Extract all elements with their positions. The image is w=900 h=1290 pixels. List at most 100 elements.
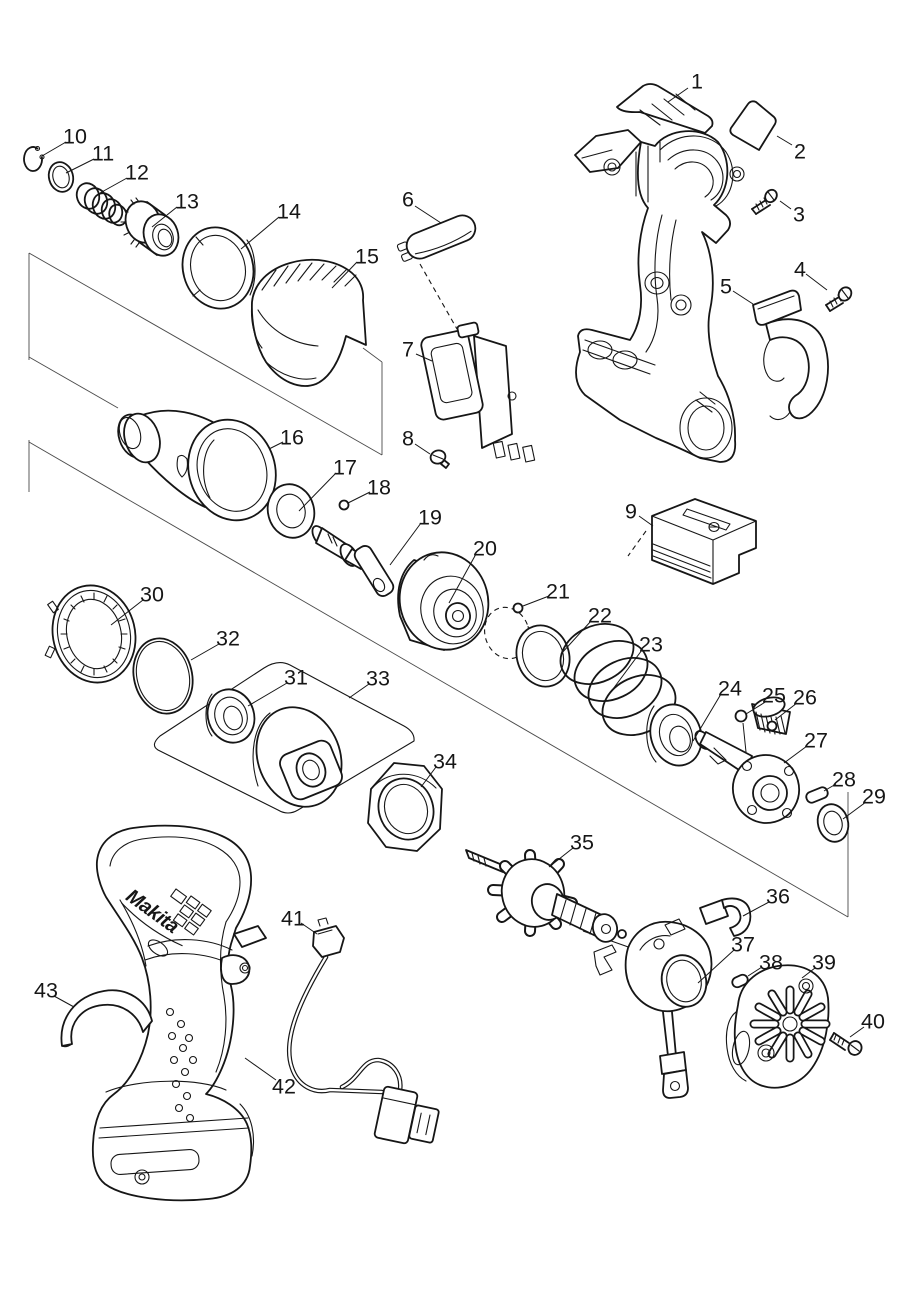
part-label-10: 10 — [63, 125, 87, 149]
part-label-39: 39 — [812, 951, 836, 975]
part-42-handle-housing: Makita — [91, 824, 267, 1202]
part-leader-7 — [415, 353, 433, 362]
part-label-6: 6 — [402, 188, 414, 212]
part-9-controller — [651, 498, 757, 585]
part-4-screw — [825, 286, 853, 312]
part-label-13: 13 — [175, 190, 199, 214]
part-leader-9 — [638, 515, 654, 527]
part-label-43: 43 — [34, 979, 58, 1003]
part-25-ball — [734, 709, 748, 753]
part-43-trigger — [60, 989, 153, 1048]
part-22-o-ring — [515, 624, 571, 688]
part-6-button — [396, 214, 477, 262]
part-label-18: 18 — [367, 476, 391, 500]
part-11-washer — [47, 161, 75, 193]
part-14-ring — [181, 226, 256, 310]
part-leader-4 — [805, 273, 828, 291]
part-3-screw — [751, 188, 778, 215]
part-label-27: 27 — [804, 729, 828, 753]
part-leader-28 — [823, 783, 837, 792]
part-label-20: 20 — [473, 537, 497, 561]
part-7-switch — [420, 321, 536, 463]
dash-9 — [627, 530, 647, 557]
part-label-4: 4 — [794, 258, 806, 282]
part-label-36: 36 — [766, 885, 790, 909]
part-leader-41 — [300, 922, 318, 935]
part-31-bearing — [205, 688, 256, 744]
part-15-cover — [250, 258, 367, 387]
part-leader-2 — [776, 135, 793, 146]
part-17-washer — [266, 483, 316, 539]
part-8-screw — [429, 449, 450, 469]
part-label-14: 14 — [277, 200, 301, 224]
part-19-anvil — [311, 525, 395, 597]
part-leader-25 — [745, 700, 768, 715]
part-leader-16 — [268, 441, 284, 450]
part-label-21: 21 — [546, 580, 570, 604]
part-35-rotor — [465, 849, 627, 943]
part-label-12: 12 — [125, 161, 149, 185]
part-leader-20 — [448, 553, 477, 604]
part-5-belt-hook — [752, 289, 829, 421]
part-20-hammer — [397, 551, 490, 651]
part-label-35: 35 — [570, 831, 594, 855]
part-label-9: 9 — [625, 500, 637, 524]
part-label-31: 31 — [284, 666, 308, 690]
part-label-28: 28 — [832, 768, 856, 792]
part-leader-23 — [612, 649, 643, 690]
part-leader-30 — [110, 599, 144, 626]
part-21-ball — [484, 602, 530, 660]
part-leader-17 — [298, 472, 337, 512]
part-13-lock-nut — [120, 197, 180, 257]
part-label-5: 5 — [720, 275, 732, 299]
part-12-spring — [75, 182, 128, 227]
part-16-hammer-case — [117, 409, 277, 522]
part-label-3: 3 — [793, 203, 805, 227]
part-leader-29 — [842, 801, 867, 820]
part-38-pin — [731, 973, 749, 989]
construction-planes — [28, 252, 849, 918]
part-label-17: 17 — [333, 456, 357, 480]
part-label-32: 32 — [216, 627, 240, 651]
part-leader-11 — [65, 158, 95, 174]
part-leader-10 — [41, 141, 67, 157]
part-label-30: 30 — [140, 583, 164, 607]
part-leader-39 — [801, 967, 816, 979]
part-leader-36 — [742, 901, 770, 917]
part-39-rear-cover — [725, 964, 831, 1089]
part-leader-1 — [667, 87, 689, 103]
part-label-40: 40 — [861, 1010, 885, 1034]
part-label-29: 29 — [862, 785, 886, 809]
part-label-15: 15 — [355, 245, 379, 269]
part-10-retaining-ring — [23, 145, 45, 172]
part-29-washer — [816, 803, 850, 843]
part-leader-40 — [849, 1026, 865, 1038]
part-label-24: 24 — [718, 677, 742, 701]
part-leader-8 — [414, 443, 431, 455]
part-1-housing — [574, 83, 745, 463]
part-leader-42 — [244, 1057, 277, 1081]
part-leader-33 — [348, 683, 370, 699]
part-40-screw — [829, 1032, 863, 1056]
part-leader-18 — [347, 491, 371, 504]
dash-6-to-7 — [419, 263, 458, 330]
part-36-brush-cap — [699, 897, 752, 937]
part-leader-35 — [548, 847, 574, 868]
part-label-41: 41 — [281, 907, 305, 931]
part-label-37: 37 — [731, 933, 755, 957]
part-label-7: 7 — [402, 338, 414, 362]
part-leader-27 — [783, 745, 808, 764]
part-leader-32 — [190, 643, 220, 661]
part-24-washer-set — [646, 703, 703, 767]
part-leader-31 — [247, 682, 288, 707]
part-label-19: 19 — [418, 506, 442, 530]
part-26-pinion-gear — [751, 696, 791, 735]
part-37-brush-holder — [593, 918, 713, 1099]
part-label-33: 33 — [366, 667, 390, 691]
part-leader-21 — [522, 595, 550, 607]
part-27-spindle — [694, 730, 800, 824]
part-label-8: 8 — [402, 427, 414, 451]
part-30-ring-gear — [44, 584, 137, 684]
